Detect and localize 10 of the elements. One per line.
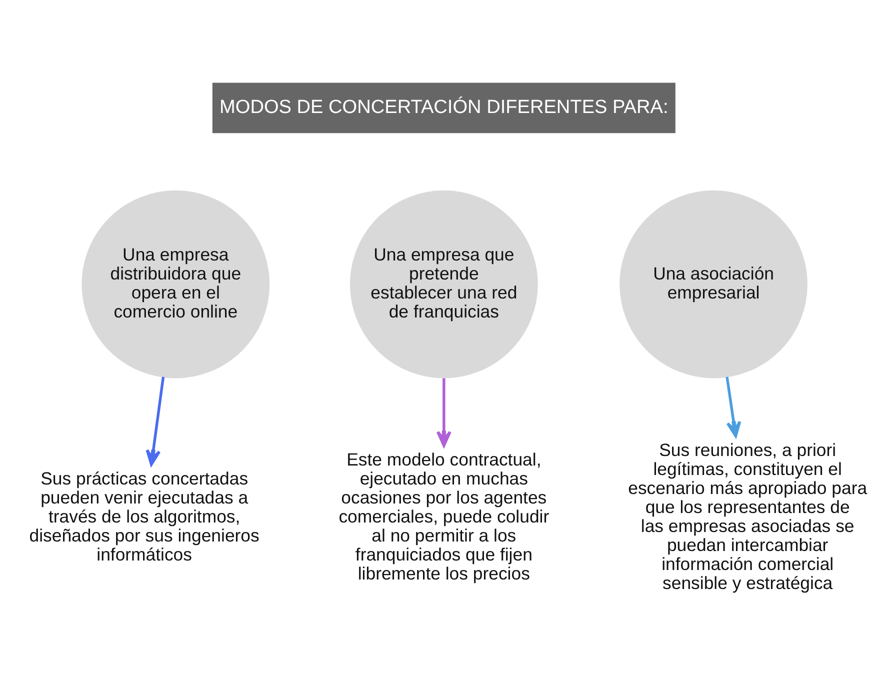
node-box: MODOS DE CONCERTACIÓN DIFERENTES PARA:: [212, 82, 676, 133]
node-text: Sus prácticas concertadas pueden venir ejecutadas a través de los algoritmos, diseñados por sus ingenieros informáticos: [29, 468, 260, 564]
node-circle: Una empresa que pretende establecer una red de franquicias: [350, 190, 538, 378]
node-circle: Una asociación empresarial: [620, 190, 808, 378]
node-text: Sus reuniones, a priori legítimas, constituyen el escenario más apropiado para que los representantes de las empresas asociadas se puedan intercambiar información comercial sensible y estratégica: [628, 439, 868, 593]
node-text: Este modelo contractual, ejecutado en muchas ocasiones por los agentes comerciales, puede coludir al no permitir a los franquiciados que fijen libremente los precios: [338, 448, 550, 584]
arrow: [726, 376, 742, 437]
node-circle: Una empresa distribuidora que opera en el comercio online: [82, 190, 270, 378]
arrow: [436, 378, 452, 446]
arrow: [146, 376, 165, 466]
